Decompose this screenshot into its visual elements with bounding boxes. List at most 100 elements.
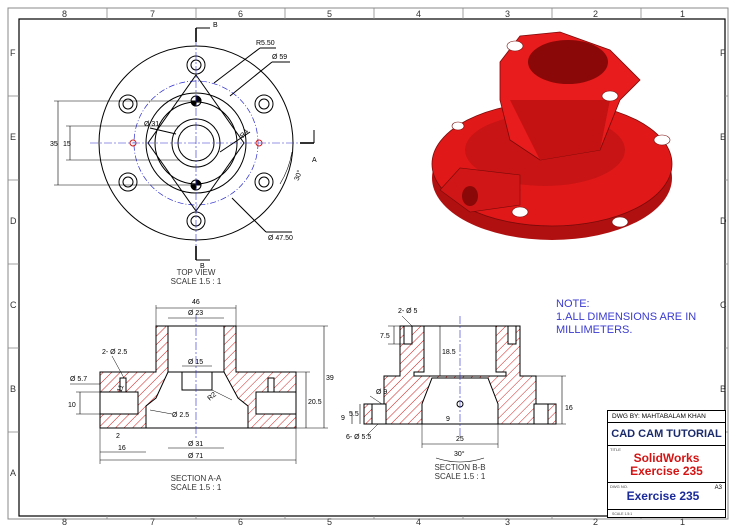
cut-label-b-bottom: B (200, 263, 205, 270)
dim-aa-d71: Ø 71 (188, 453, 203, 460)
drawing-number: Exercise 235 (626, 489, 700, 503)
section-aa-labels: 46 Ø 23 2- Ø 2.5 Ø 15 Ø 5.7 10 11 R2 Ø 2… (68, 299, 334, 460)
zone-row-c-right: C (720, 300, 727, 310)
dim-aa-d15: Ø 15 (188, 359, 203, 366)
drawing-title-line-1: SolidWorks (633, 451, 700, 465)
dim-aa-39: 39 (326, 375, 334, 382)
zone-col-2-top: 2 (593, 9, 598, 19)
dim-bb-9b: 9 (446, 416, 450, 423)
isometric-part-icon (431, 31, 673, 240)
title-block-row-dwgno: DWG NO. Exercise 235 A3 (608, 483, 725, 510)
zone-ticks (8, 8, 728, 519)
dim-bb-16: 16 (565, 405, 573, 412)
drawing-title: SolidWorks Exercise 235 (608, 452, 725, 478)
dim-bb-25: 25 (456, 436, 464, 443)
section-bb-labels: 2- Ø 5 7.5 18.5 Ø 9 5.5 9 6- Ø 5.5 9 25 … (341, 308, 573, 458)
zone-row-c-left: C (10, 300, 17, 310)
top-view-scale: SCALE 1.5 : 1 (170, 277, 222, 286)
dim-aa-46: 46 (192, 299, 200, 306)
dim-aa-d57: Ø 5.7 (70, 376, 87, 383)
section-aa (70, 305, 328, 464)
title-block-scale: SCALE 1.5:1 (612, 512, 633, 516)
dim-angle30: 30° (293, 169, 304, 182)
zone-col-6-top: 6 (238, 9, 243, 19)
zone-row-d-left: D (10, 216, 17, 226)
dim-aa-2xd25: 2- Ø 2.5 (102, 349, 127, 356)
dim-d31: Ø 31 (144, 121, 159, 128)
zone-col-5-top: 5 (327, 9, 332, 19)
zone-col-8-bottom: 8 (62, 517, 67, 527)
dim-aa-16: 16 (118, 445, 126, 452)
section-bb-caption: SECTION B-B SCALE 1.5 : 1 (420, 463, 500, 481)
zone-row-f-right: F (720, 48, 726, 58)
dim-r4: R4 (239, 128, 250, 139)
inner-border (18, 18, 726, 517)
zone-col-3-bottom: 3 (505, 517, 510, 527)
top-view-caption: TOP VIEW SCALE 1.5 : 1 (156, 268, 236, 286)
dim-aa-11: 11 (116, 384, 125, 393)
section-bb-title: SECTION B-B (434, 463, 486, 472)
dim-aa-d31: Ø 31 (188, 441, 203, 448)
dim-bb-9a: 9 (341, 415, 345, 422)
dim-d59: Ø 59 (272, 54, 287, 61)
dim-r550: R5.50 (256, 40, 275, 47)
zone-row-e-left: E (10, 132, 16, 142)
note-line-1: 1.ALL DIMENSIONS ARE IN (556, 311, 697, 323)
dim-bb-30: 30° (454, 450, 465, 458)
company-name: CAD CAM TUTORIAL (611, 428, 722, 440)
title-label: TITLE (610, 447, 621, 452)
zone-row-d-right: D (720, 216, 727, 226)
dim-15: 15 (63, 141, 71, 148)
zone-col-4-bottom: 4 (416, 517, 421, 527)
zone-col-8-top: 8 (62, 9, 67, 19)
dim-35: 35 (50, 141, 58, 148)
section-aa-scale: SCALE 1.5 : 1 (170, 483, 222, 492)
zone-row-b-left: B (10, 384, 16, 394)
zone-row-b-right: B (720, 384, 726, 394)
sheet-size: A3 (714, 485, 722, 491)
dim-bb-d9: Ø 9 (376, 389, 387, 396)
title-block-row-author: DWG BY: MAHTABALAM KHAN (608, 411, 725, 423)
zone-col-2-bottom: 2 (593, 517, 598, 527)
zone-row-a-left: A (10, 468, 16, 478)
dim-aa-d23: Ø 23 (188, 310, 203, 317)
top-view-title: TOP VIEW (176, 268, 216, 277)
dim-bb-2xd5: 2- Ø 5 (398, 308, 418, 315)
cut-label-b-top: B (213, 22, 218, 29)
section-bb (351, 315, 566, 463)
zone-row-f-left: F (10, 48, 16, 58)
dim-aa-205: 20.5 (308, 399, 322, 406)
zone-col-4-top: 4 (416, 9, 421, 19)
note-line-2: MILLIMETERS. (556, 324, 633, 336)
zone-col-6-bottom: 6 (238, 517, 243, 527)
section-bb-scale: SCALE 1.5 : 1 (434, 472, 486, 481)
drawn-by: DWG BY: MAHTABALAM KHAN (612, 413, 706, 420)
zone-row-e-right: E (720, 132, 726, 142)
top-view-labels: B B A R5.50 Ø 59 Ø 31 R4 Ø 47.50 35 15 3… (50, 22, 317, 270)
cut-label-a: A (312, 157, 317, 164)
general-note: NOTE: 1.ALL DIMENSIONS ARE IN MILLIMETER… (556, 298, 726, 337)
dim-aa-r2: R2 (207, 391, 218, 402)
dim-bb-55: 5.5 (349, 411, 359, 418)
zone-col-5-bottom: 5 (327, 517, 332, 527)
note-heading: NOTE: (556, 298, 590, 310)
dim-bb-6xd55: 6- Ø 5.5 (346, 434, 371, 441)
zone-col-1-top: 1 (680, 9, 685, 19)
title-block-row-company: CAD CAM TUTORIAL (608, 423, 725, 446)
dim-bb-75: 7.5 (380, 333, 390, 340)
zone-col-7-top: 7 (150, 9, 155, 19)
top-view (54, 27, 315, 261)
outer-border (7, 7, 729, 520)
dim-d4750: Ø 47.50 (268, 235, 293, 242)
title-block-row-title: TITLE SolidWorks Exercise 235 (608, 446, 725, 483)
section-aa-caption: SECTION A-A SCALE 1.5 : 1 (156, 474, 236, 492)
dim-aa-2: 2 (116, 433, 120, 440)
dim-aa-d25b: Ø 2.5 (172, 412, 189, 419)
dim-aa-10: 10 (68, 402, 76, 409)
zone-labels: 8 7 6 5 4 3 2 1 8 7 6 5 4 3 2 1 F E D C … (10, 9, 727, 527)
section-aa-title: SECTION A-A (170, 474, 222, 483)
title-block: DWG BY: MAHTABALAM KHAN CAD CAM TUTORIAL… (607, 410, 726, 518)
zone-col-3-top: 3 (505, 9, 510, 19)
zone-col-1-bottom: 1 (680, 517, 685, 527)
